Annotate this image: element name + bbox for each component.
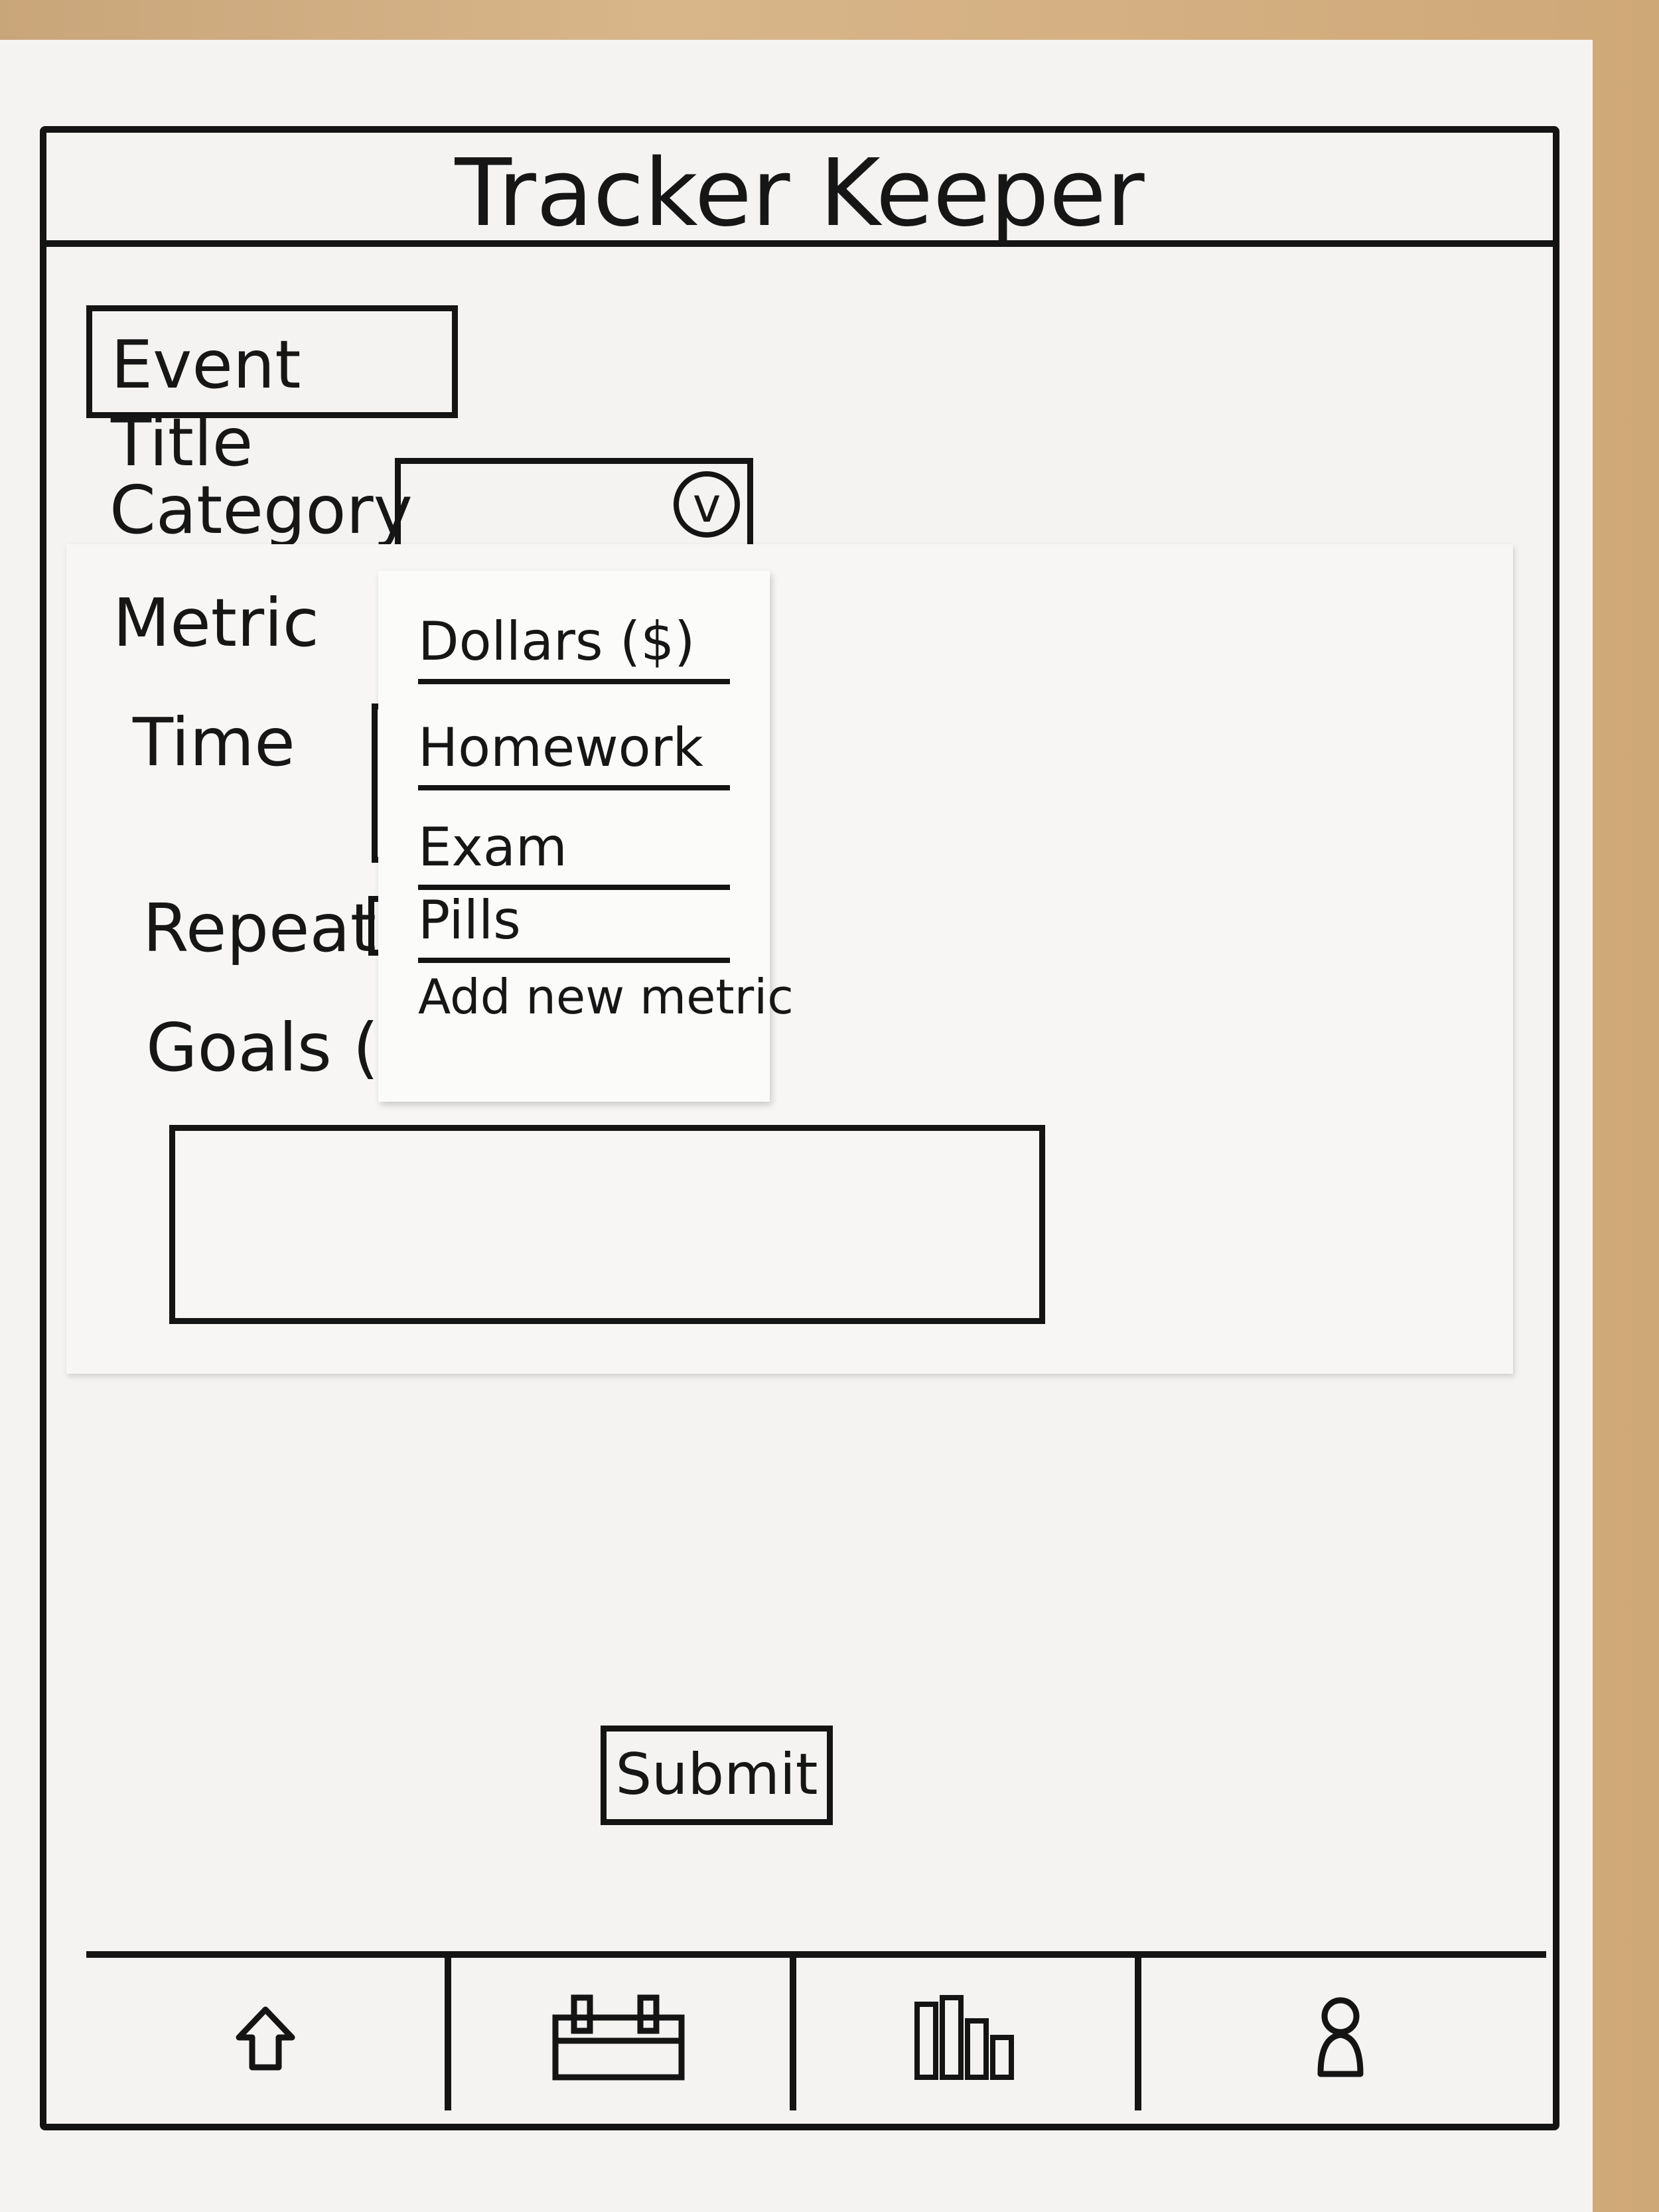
header-divider [40,240,1559,247]
nav-calendar[interactable] [451,1964,790,2110]
phone-frame [40,126,1559,2130]
metric-option-dollars[interactable]: Dollars ($) [418,611,730,684]
event-title-input[interactable]: Event Title [86,305,458,481]
profile-icon [1317,1997,1364,2077]
nav-profile[interactable] [1141,1964,1540,2110]
calendar-icon [552,1994,685,2081]
metric-option-homework[interactable]: Homework [418,717,730,790]
metric-option-add-new[interactable]: Add new metric [418,969,794,1025]
chevron-down-icon[interactable]: v [674,471,740,538]
app-title: Tracker Keeper [455,139,1145,248]
nav-divider [1135,1958,1141,2110]
home-icon [236,2006,295,2071]
category-label: Category [109,471,413,549]
nav-divider [790,1958,796,2110]
metric-option-exam[interactable]: Exam [418,816,730,890]
nav-home[interactable] [86,1964,445,2110]
bar-chart-icon [914,1995,1014,2080]
nav-stats[interactable] [796,1964,1135,2110]
nav-divider [445,1958,451,2110]
bottom-nav [86,1951,1546,2110]
metric-label: Metric [113,584,319,662]
metric-option-pills[interactable]: Pills [418,889,730,963]
goals-input[interactable] [169,1125,1045,1324]
form-overlay-sheet [66,544,1513,1374]
submit-button[interactable]: Submit [601,1726,833,1825]
repeat-label: Repeat [143,889,377,967]
time-label: Time [133,703,295,781]
metric-dropdown[interactable]: Dollars ($) Homework Exam Pills Add new … [378,571,794,1102]
